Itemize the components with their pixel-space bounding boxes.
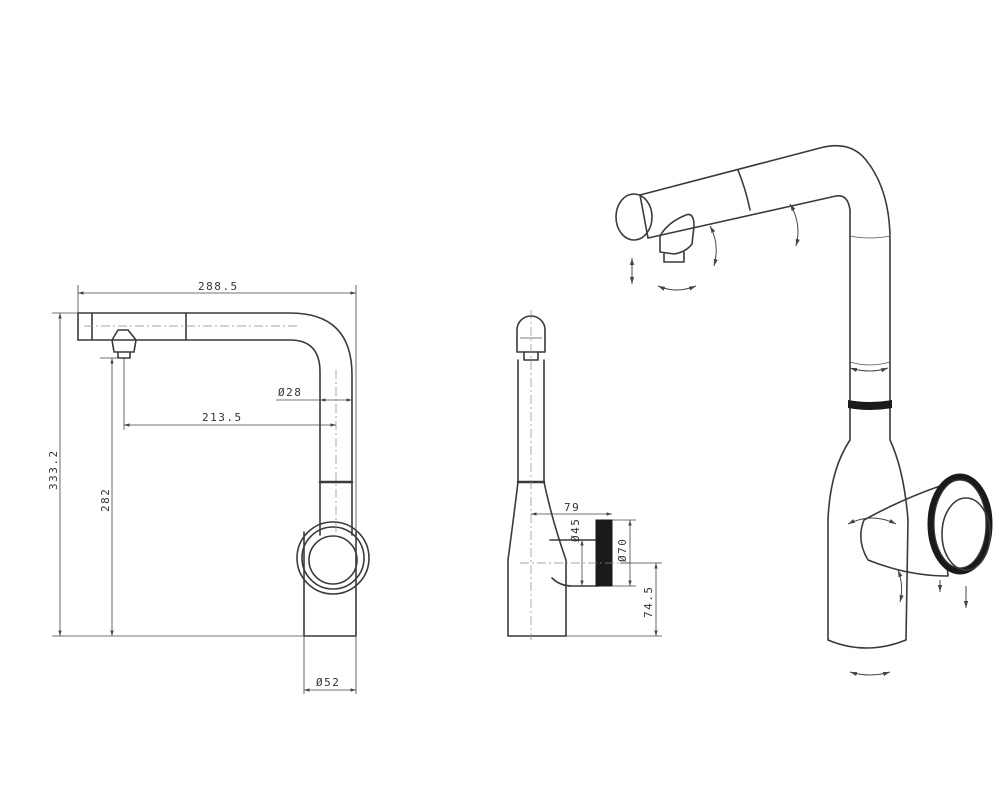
diameter-symbol: Ø [316,676,324,689]
svg-text:Ø45: Ø45 [569,518,582,542]
diameter-symbol: Ø [278,386,286,399]
handle-ring [301,526,365,590]
dim-overall-height: 333.2 [47,449,60,490]
spray-head-end [615,193,653,241]
front-view [77,312,370,637]
handle-knob [308,535,358,585]
spray-nozzle-perspective [659,213,695,263]
spout-arm [77,312,353,536]
svg-text:Ø28: Ø28 [278,386,302,399]
spout-tube-side [517,359,545,483]
dim-handle-height: 74.5 [642,586,655,619]
handle-outer-ring [296,521,370,595]
svg-text:Ø52: Ø52 [316,676,340,689]
dim-spout-height: 282 [99,488,112,512]
dim-spout-reach: 213.5 [202,411,243,424]
spout-arm-perspective [639,144,891,411]
motion-arrows [629,203,969,677]
spray-nozzle [111,329,137,359]
dim-overall-width: 288.5 [198,280,239,293]
svg-text:Ø70: Ø70 [616,538,629,562]
spray-head [77,312,187,341]
diameter-symbol: Ø [616,554,629,562]
dim-tube-diameter: 28 [286,386,302,399]
side-dimensions: 79 Ø45 Ø70 74.5 [531,501,662,637]
dim-handle-offset: 79 [564,501,580,514]
side-view [507,310,630,640]
handle-hub-perspective [860,485,949,577]
handle-knurl [595,519,613,587]
perspective-view [615,144,993,649]
spout-head-side [516,315,546,353]
faucet-body [303,531,357,637]
body-perspective [827,409,909,649]
dim-handle-hub-diameter: 45 [569,518,582,534]
dim-base-diameter: 52 [324,676,340,689]
front-dimensions: 288.5 333.2 282 213.5 Ø28 Ø52 [47,280,357,694]
dim-handle-diameter: 70 [616,538,629,554]
body-side [507,481,567,637]
handle-knob-perspective [941,497,991,571]
diameter-symbol: Ø [569,534,582,542]
